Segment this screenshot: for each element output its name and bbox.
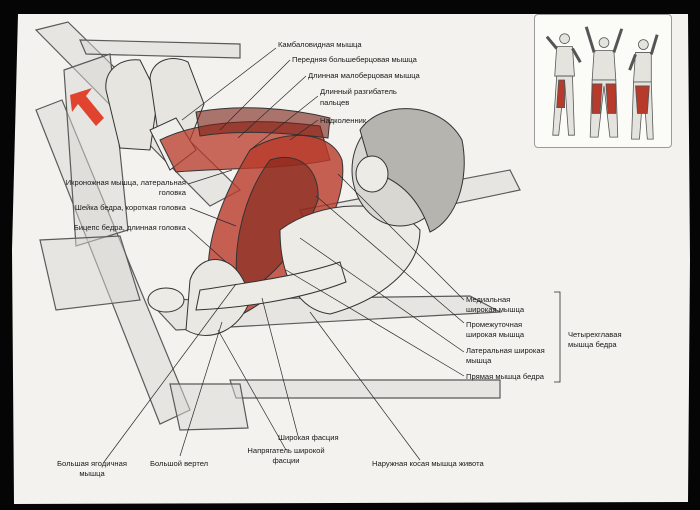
label-gluteus-max-1: Большая ягодичная <box>57 459 127 468</box>
label-biceps-long-head: Бицепс бедра, длинная головка <box>73 223 186 232</box>
label-soleus: Камбаловидная мышца <box>278 40 362 49</box>
label-patella: Надколенник <box>320 116 367 125</box>
label-vastus-intermedius-2: широкая мышца <box>466 330 525 339</box>
label-vastus-medialis-2: широкая мышца <box>466 305 525 314</box>
label-greater-trochanter: Большой вертел <box>150 459 209 468</box>
label-extensor-digitorum-1: Длинный разгибатель <box>320 87 397 96</box>
label-vastus-lateralis-1: Латеральная широкая <box>466 346 545 355</box>
direction-arrow-icon <box>70 88 104 126</box>
label-biceps-short-head: Шейка бедра, короткая головка <box>74 203 186 212</box>
label-tibialis-anterior: Передняя большеберцовая мышца <box>292 55 417 64</box>
label-rectus-femoris: Прямая мышца бедра <box>466 372 545 381</box>
label-peroneus-longus: Длинная малоберцовая мышца <box>308 71 420 80</box>
label-fascia-lata: Широкая фасция <box>278 433 339 442</box>
label-tfl-2: фасции <box>272 456 300 465</box>
label-vastus-medialis-1: Медиальная <box>466 295 511 304</box>
label-vastus-intermedius-1: Промежуточная <box>466 320 523 329</box>
label-quadriceps-1: Четырехглавая <box>568 330 622 339</box>
label-external-oblique: Наружная косая мышца живота <box>372 459 484 468</box>
label-gastrocnemius-1: Икроножная мышца, латеральная <box>65 178 186 187</box>
inset-figure-side-right <box>628 34 659 140</box>
leader-lines <box>103 47 465 463</box>
inset-muscle-figures <box>534 14 672 148</box>
label-tfl-1: Напрягатель широкой <box>247 446 325 455</box>
label-vastus-lateralis-2: мышца <box>466 356 492 365</box>
label-extensor-digitorum-2: пальцев <box>320 98 350 107</box>
quadriceps-bracket <box>554 291 561 383</box>
label-gastrocnemius-2: головка <box>158 188 186 197</box>
label-gluteus-max-2: мышца <box>79 469 105 478</box>
inset-figure-front <box>584 26 624 138</box>
label-quadriceps-2: мышца бедра <box>568 340 617 349</box>
athlete-figure <box>105 58 465 336</box>
inset-figure-side-left <box>545 33 582 136</box>
